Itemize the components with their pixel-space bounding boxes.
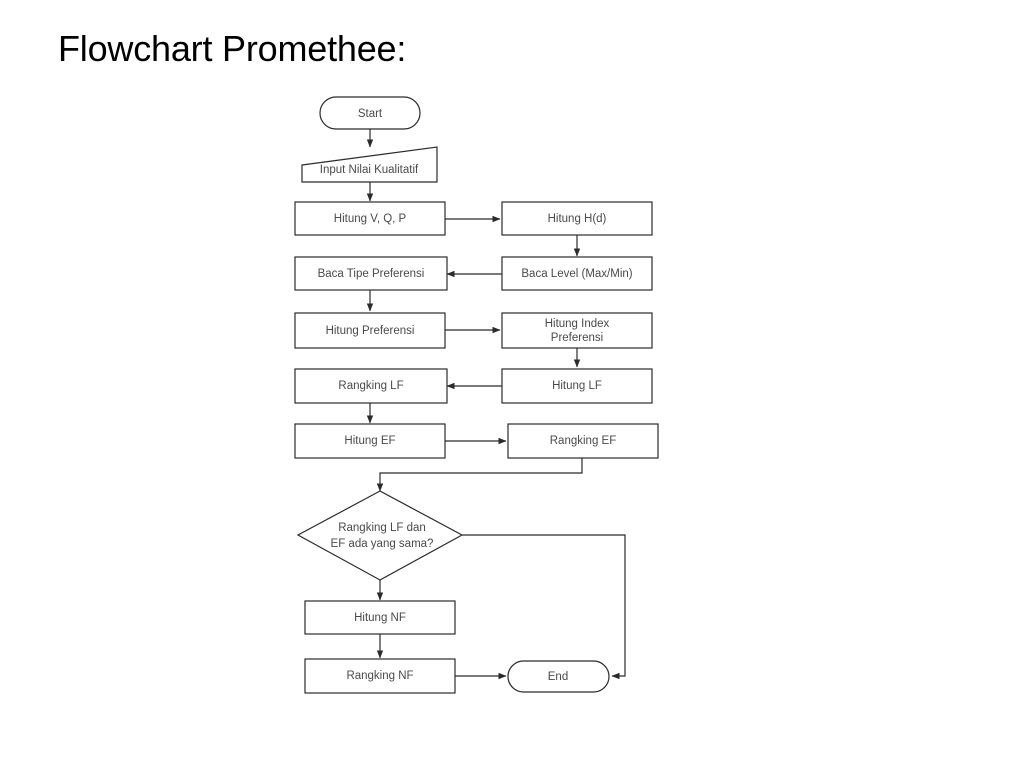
node-start[interactable]: Start xyxy=(319,96,421,130)
node-input-nilai-kualitatif[interactable]: Input Nilai Kualitatif xyxy=(301,146,438,183)
node-baca-level[interactable]: Baca Level (Max/Min) xyxy=(501,256,653,291)
decision-label-line1: Rangking LF dan xyxy=(338,522,426,534)
decision-shape xyxy=(296,490,464,581)
node-hitung-hd[interactable]: Hitung H(d) xyxy=(501,201,653,236)
hitung-ef-label: Hitung EF xyxy=(344,435,395,447)
rangking-ef-shape xyxy=(507,423,659,459)
input-nilai-kualitatif-label: Input Nilai Kualitatif xyxy=(320,164,419,176)
rangking-nf-shape xyxy=(304,658,456,694)
hitung-preferensi-shape xyxy=(294,312,446,349)
baca-level-label: Baca Level (Max/Min) xyxy=(521,268,632,280)
decision-label-line2: EF ada yang sama? xyxy=(331,538,434,550)
node-rangking-lf[interactable]: Rangking LF xyxy=(294,368,448,404)
hitung-ef-shape xyxy=(294,423,446,459)
end-shape xyxy=(507,660,610,693)
start-shape xyxy=(319,96,421,130)
end-label: End xyxy=(548,671,568,683)
rangking-nf-label: Rangking NF xyxy=(346,670,413,682)
rangking-lf-shape xyxy=(294,368,448,404)
hitung-hd-shape xyxy=(501,201,653,236)
connectors xyxy=(366,129,626,680)
input-data-shape xyxy=(301,146,438,183)
baca-tipe-shape xyxy=(294,256,448,291)
baca-level-shape xyxy=(501,256,653,291)
connector-rangkingef-to-decision xyxy=(376,458,583,492)
node-hitung-vqp[interactable]: Hitung V, Q, P xyxy=(294,201,446,236)
node-baca-tipe-preferensi[interactable]: Baca Tipe Preferensi xyxy=(294,256,448,291)
page-title: Flowchart Promethee: xyxy=(58,28,407,69)
baca-tipe-label: Baca Tipe Preferensi xyxy=(318,268,425,280)
hitung-lf-label: Hitung LF xyxy=(552,380,602,392)
hitung-vqp-label: Hitung V, Q, P xyxy=(334,213,407,225)
hitung-index-preferensi-label-line1: Hitung Index xyxy=(545,318,610,330)
hitung-preferensi-label: Hitung Preferensi xyxy=(326,325,415,337)
hitung-nf-shape xyxy=(304,600,456,635)
connector-decision-to-end xyxy=(462,534,626,680)
node-hitung-preferensi[interactable]: Hitung Preferensi xyxy=(294,312,446,349)
node-rangking-nf[interactable]: Rangking NF xyxy=(304,658,456,694)
node-decision-rangking-sama[interactable]: Rangking LF dan EF ada yang sama? xyxy=(296,490,464,581)
node-rangking-ef[interactable]: Rangking EF xyxy=(507,423,659,459)
hitung-index-preferensi-shape xyxy=(501,312,653,349)
hitung-hd-label: Hitung H(d) xyxy=(548,213,607,225)
hitung-nf-label: Hitung NF xyxy=(354,612,406,624)
node-end[interactable]: End xyxy=(507,660,610,693)
node-hitung-ef[interactable]: Hitung EF xyxy=(294,423,446,459)
rangking-ef-label: Rangking EF xyxy=(550,435,616,447)
hitung-index-preferensi-label-line2: Preferensi xyxy=(551,332,603,344)
hitung-vqp-shape xyxy=(294,201,446,236)
node-hitung-index-preferensi[interactable]: Hitung Index Preferensi xyxy=(501,312,653,349)
hitung-lf-shape xyxy=(501,368,653,404)
rangking-lf-label: Rangking LF xyxy=(338,380,403,392)
node-hitung-nf[interactable]: Hitung NF xyxy=(304,600,456,635)
start-label: Start xyxy=(358,108,383,120)
node-hitung-lf[interactable]: Hitung LF xyxy=(501,368,653,404)
